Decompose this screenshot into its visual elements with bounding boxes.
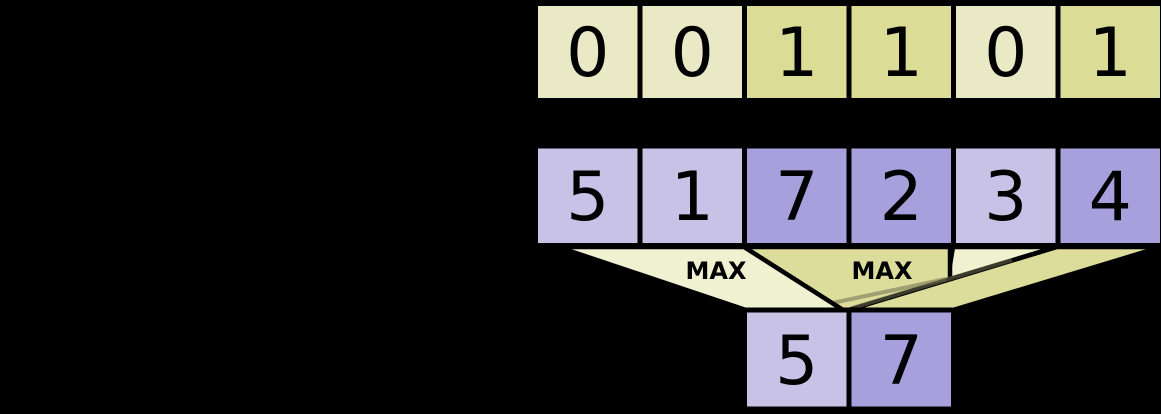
result-cell-1 (846, 307, 956, 412)
value-cell-5 (1055, 143, 1161, 248)
funnel-overlap-edge-2 (851, 258, 1013, 310)
max-label-1: MAX (686, 257, 747, 285)
value-digit-5: 4 (1089, 158, 1132, 237)
value-digit-4: 3 (984, 158, 1027, 237)
value-cell-0 (533, 143, 643, 248)
mask-cell-2 (742, 1, 852, 103)
mask-digit-1: 0 (671, 14, 714, 93)
result-cell-0 (742, 307, 852, 412)
mask-cell-0 (533, 1, 643, 103)
result-digit-1: 7 (880, 322, 923, 401)
value-digit-0: 5 (566, 158, 609, 237)
mask-cell-5 (1055, 1, 1161, 103)
max-label-2: MAX (852, 257, 913, 285)
mask-digit-2: 1 (775, 14, 818, 93)
value-digit-3: 2 (880, 158, 923, 237)
mask-digit-5: 1 (1089, 14, 1132, 93)
mask-digit-3: 1 (880, 14, 923, 93)
value-digit-2: 7 (775, 158, 818, 237)
mask-cell-4 (951, 1, 1061, 103)
mask-digit-4: 0 (984, 14, 1027, 93)
value-digit-1: 1 (671, 158, 714, 237)
result-digit-0: 5 (775, 322, 818, 401)
mask-cell-1 (637, 1, 747, 103)
value-cell-4 (951, 143, 1061, 248)
mask-digit-0: 0 (566, 14, 609, 93)
